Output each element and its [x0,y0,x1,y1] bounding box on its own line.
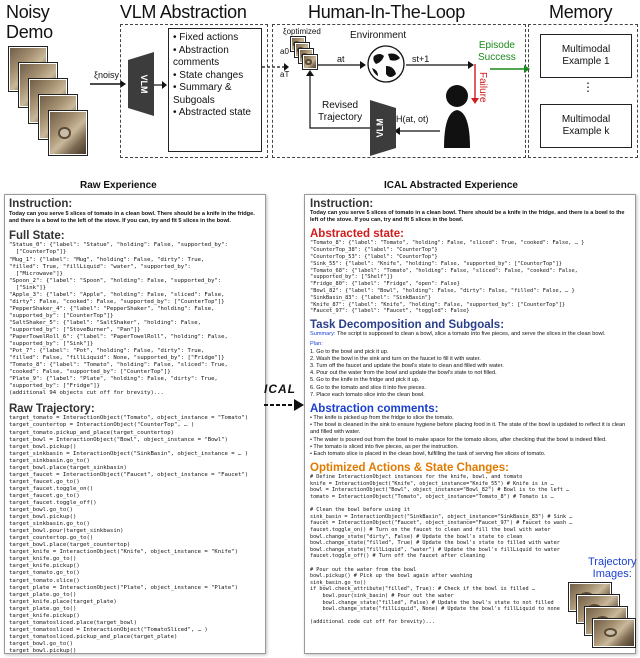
bullet-summary-subgoals: • Summary & Subgoals [173,82,232,106]
vlm-abstraction-title: VLM Abstraction [120,2,247,22]
abstraction-bullets-box: • Fixed actions • Abstraction comments •… [168,28,262,152]
ical-instruction-text: Today can you serve 5 slices of tomato i… [310,210,625,224]
aT-label: aT [280,70,290,79]
failure-arrow [471,64,479,104]
abstraction-to-hitl-arrow [262,63,289,71]
revised-trajectory-arrow [306,70,370,129]
plan-step-6: 6. Go to the tomato and slice it into fi… [310,384,426,391]
hitl-box [272,24,526,158]
ical-arrow [264,399,304,411]
plan-step-2: 2. Wash the bowl in the sink and turn on… [310,355,481,362]
raw-trajectory-heading: Raw Trajectory: [9,403,95,416]
st1-label: st+1 [412,54,430,64]
noisy-to-vlm-arrow [90,80,126,88]
vlm-label-1: VLM [139,75,149,94]
ical-experience-title: ICAL Abstracted Experience [384,180,518,191]
success-to-memory-arrow [490,65,530,73]
plan-step-3: 3. Turn off the faucet and update the bo… [310,362,504,369]
comment-4: • The tomato is sliced into five pieces,… [310,443,459,450]
bullet-state-changes: • State changes [173,69,244,81]
optimized-actions-code: # Define InteractionObject instances for… [310,474,573,626]
raw-instruction-text: Today can you serve 5 slices of tomato i… [9,211,255,225]
a0-label: a0 [280,47,289,56]
at-label: at [337,54,345,64]
summary-block: Summary: The script is supposed to clean… [310,331,630,338]
trajectory-images-label: Trajectory Images: [588,556,637,580]
memory-ellipsis: ⋮ [582,80,594,94]
raw-fullstate-code: "Statue_0": {"label": "Statue", "holding… [9,242,228,397]
human-icon [444,85,470,148]
bullet-abstracted-state: • Abstracted state [173,107,251,118]
episode-success-label: Episode Success [478,40,516,63]
memory-example-1: Multimodal Example 1 [540,34,632,78]
summary-text: The script is supposed to clean a bowl, … [336,331,606,338]
summary-label: Summary: [310,331,336,338]
abstracted-state-heading: Abstracted state: [310,228,404,241]
ical-instruction-heading: Instruction: [310,198,374,210]
ical-experience-panel: Instruction: Today can you serve 5 slice… [304,194,636,654]
plan-step-7: 7. Place each tomato slice into the clea… [310,391,425,398]
plan-step-5: 5. Go to the knife in the fridge and pic… [310,377,420,384]
vlm-abstraction-box [120,24,268,158]
vlm-trapezoid-1: VLM [128,52,154,116]
raw-fullstate-heading: Full State: [9,230,65,243]
plan-step-4: 4. Pour out the water from the bowl and … [310,370,497,377]
memory-title: Memory [549,2,613,22]
noisy-demo-title: Noisy Demo [6,2,53,42]
abstracted-state-code: "Tomato_8": {"label": "Tomato", "holding… [310,240,585,315]
task-decomposition-heading: Task Decomposition and Subgoals: [310,319,505,332]
action-to-env-arrow [318,61,366,69]
comment-2: • The bowl is cleaned in the sink to ens… [310,422,626,436]
plan-label: Plan: [310,341,323,348]
plan-step-1: 1. Go to the bowl and pick it up. [310,348,389,355]
abstraction-comments-heading: Abstraction comments: [310,403,439,415]
bullet-abstraction-comments: • Abstraction comments [173,44,229,69]
memory-example-k: Multimodal Example k [540,104,632,148]
bullet-fixed-actions: • Fixed actions [173,32,239,43]
raw-instruction-heading: Instruction: [9,198,73,210]
feedback-label: H(at, ot) [396,114,429,124]
xi-optimized-label: ξoptimized [283,27,321,36]
globe-icon [367,45,405,83]
memory-box [528,24,638,158]
comment-5: • Each tomato slice is placed in the cle… [310,451,546,458]
vlm-trapezoid-2: VLM [370,100,396,156]
comment-3: • The water is poured out from the bowl … [310,436,607,443]
human-to-vlm-arrow [394,127,440,135]
raw-trajectory-code: target_tomato = InteractionObject("Tomat… [9,415,249,654]
raw-experience-panel: Instruction: Today can you serve 5 slice… [4,194,266,654]
xi-noisy-label: ξnoisy [94,70,120,80]
vlm-to-bullets-arrow [154,81,167,89]
raw-experience-title: Raw Experience [80,180,157,191]
failure-label: Failure [477,72,488,103]
human-in-the-loop-title: Human-In-The-Loop [308,2,465,22]
ical-arrow-label: ICAL [264,382,296,396]
environment-label: Environment [350,30,407,41]
optimized-actions-heading: Optimized Actions & State Changes: [310,462,509,475]
revised-trajectory-label: Revised Trajectory [318,100,363,123]
env-to-state-arrow [406,61,474,69]
vlm-label-2: VLM [375,119,385,138]
comment-1: • The knife is picked up from the fridge… [310,415,454,421]
